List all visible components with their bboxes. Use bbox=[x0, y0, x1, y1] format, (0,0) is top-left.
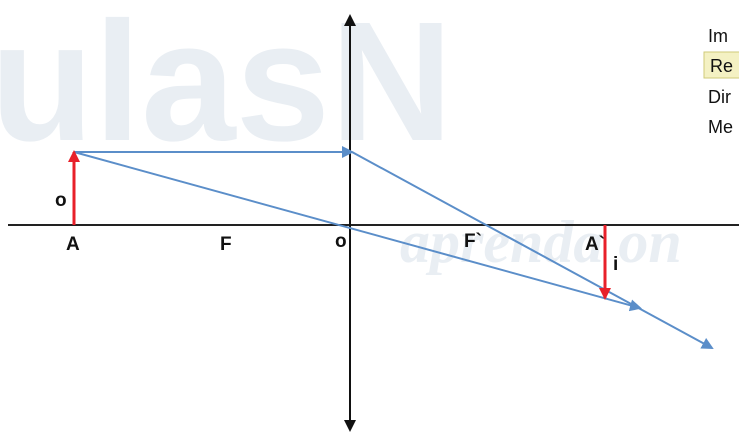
side-list-highlight bbox=[703, 51, 739, 79]
label-lens-center: o bbox=[335, 231, 347, 252]
label-object-point: A bbox=[66, 234, 80, 255]
side-list-item: Im bbox=[708, 26, 728, 46]
side-list-item: Me bbox=[708, 117, 733, 137]
side-list-item: Dir bbox=[708, 87, 731, 107]
label-image-point: A` bbox=[585, 234, 605, 255]
watermark: ulasN aprenda on bbox=[0, 0, 682, 275]
label-image-height: i bbox=[613, 254, 618, 275]
watermark-sub-text: aprenda on bbox=[400, 209, 682, 275]
ray-through-center bbox=[73, 151, 642, 312]
watermark-main-text: ulasN bbox=[0, 0, 453, 177]
side-list: Im Re Dir Me bbox=[703, 26, 739, 137]
label-focus-right: F` bbox=[464, 231, 482, 252]
label-object-height: o bbox=[55, 190, 67, 211]
ray-refracted bbox=[351, 151, 714, 349]
side-list-item-highlighted: Re bbox=[710, 56, 733, 76]
label-focus-left: F bbox=[220, 234, 232, 255]
